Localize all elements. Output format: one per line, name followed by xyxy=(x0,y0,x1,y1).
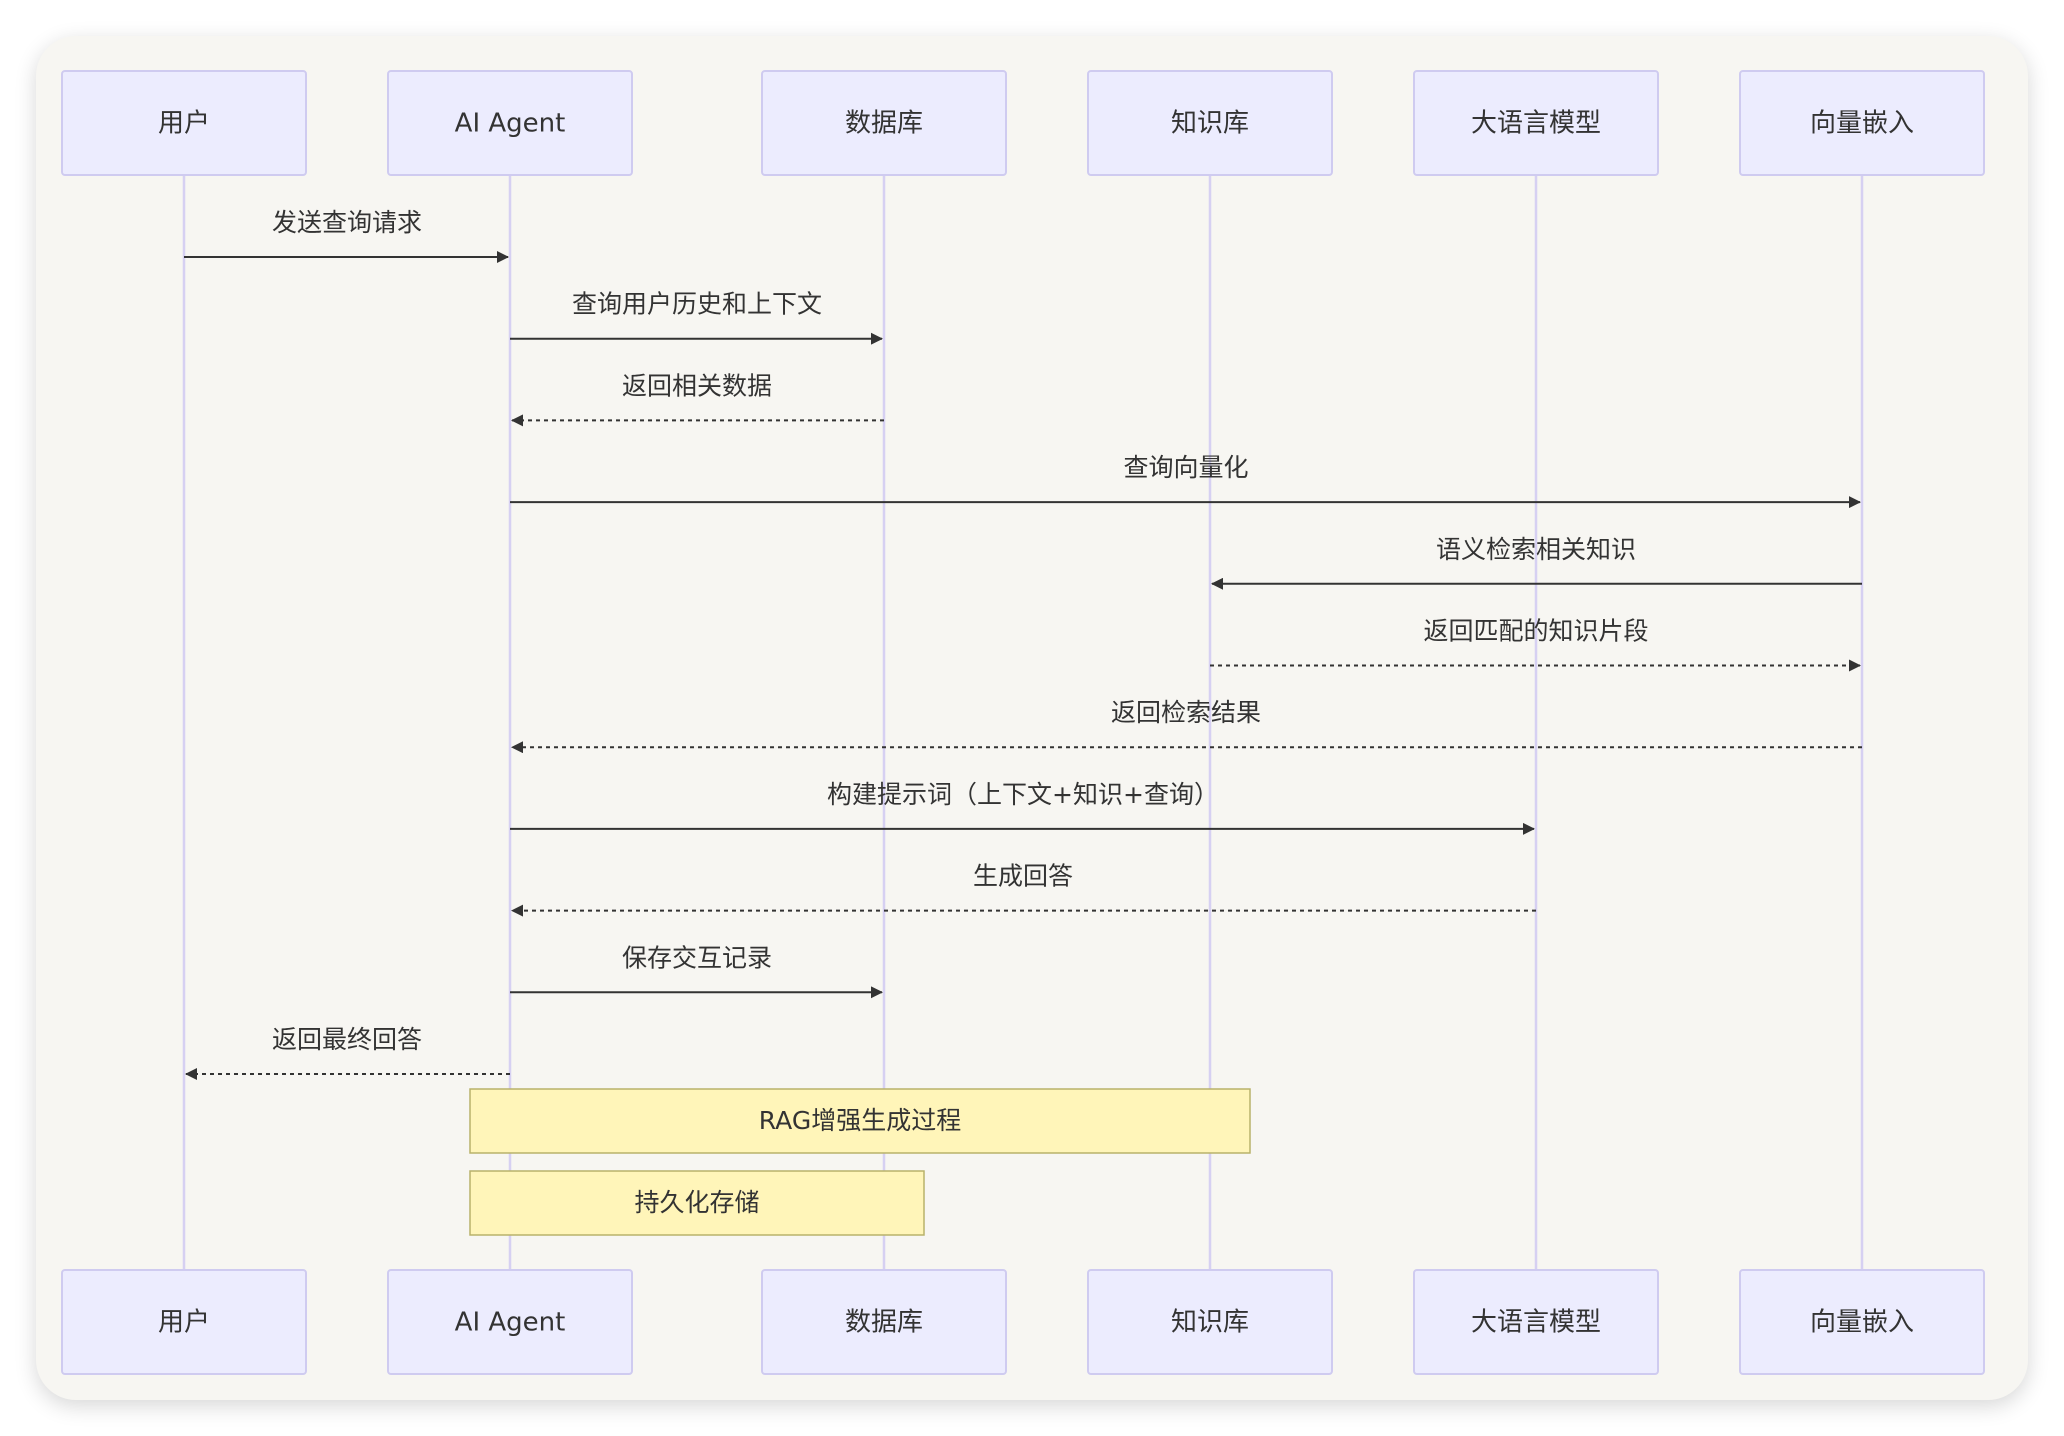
message-label-0: 发送查询请求 xyxy=(272,208,422,237)
actor-label-bottom-1: AI Agent xyxy=(455,1308,566,1338)
messages: 发送查询请求查询用户历史和上下文返回相关数据查询向量化语义检索相关知识返回匹配的… xyxy=(184,208,1862,1080)
message-label-5: 返回匹配的知识片段 xyxy=(1423,617,1648,646)
actor-label-top-5: 向量嵌入 xyxy=(1810,109,1914,139)
actor-label-bottom-5: 向量嵌入 xyxy=(1810,1308,1914,1338)
actor-label-bottom-3: 知识库 xyxy=(1171,1308,1249,1338)
actor-box-top-5 xyxy=(1739,70,1985,176)
actor-label-bottom-2: 数据库 xyxy=(845,1308,923,1338)
note-label-1: 持久化存储 xyxy=(634,1188,759,1217)
message-label-1: 查询用户历史和上下文 xyxy=(572,290,822,319)
note-box-1 xyxy=(469,1170,925,1236)
actor-box-bottom-3 xyxy=(1087,1269,1333,1375)
actor-box-bottom-5 xyxy=(1739,1269,1985,1375)
note-box-0 xyxy=(469,1088,1251,1154)
actor-box-top-2 xyxy=(761,70,1007,176)
actor-box-top-3 xyxy=(1087,70,1333,176)
message-label-10: 返回最终回答 xyxy=(272,1025,422,1054)
actor-box-bottom-1 xyxy=(387,1269,633,1375)
actor-box-top-0 xyxy=(61,70,307,176)
lifelines xyxy=(182,175,1864,1270)
actor-label-bottom-4: 大语言模型 xyxy=(1471,1308,1601,1338)
actor-box-top-1 xyxy=(387,70,633,176)
diagram-card: RAG增强生成过程持久化存储 发送查询请求查询用户历史和上下文返回相关数据查询向… xyxy=(36,36,2028,1400)
actor-box-bottom-2 xyxy=(761,1269,1007,1375)
message-label-2: 返回相关数据 xyxy=(622,371,772,400)
message-label-3: 查询向量化 xyxy=(1123,453,1248,482)
actor-box-bottom-4 xyxy=(1413,1269,1659,1375)
message-label-8: 生成回答 xyxy=(973,862,1073,891)
actor-label-top-3: 知识库 xyxy=(1171,109,1249,139)
actor-box-top-4 xyxy=(1413,70,1659,176)
actor-label-top-4: 大语言模型 xyxy=(1471,109,1601,139)
message-label-4: 语义检索相关知识 xyxy=(1436,535,1636,564)
note-label-0: RAG增强生成过程 xyxy=(759,1106,961,1135)
message-label-9: 保存交互记录 xyxy=(622,943,772,972)
actor-label-bottom-0: 用户 xyxy=(158,1308,210,1338)
actor-label-top-1: AI Agent xyxy=(455,109,566,139)
message-label-7: 构建提示词（上下文+知识+查询） xyxy=(827,780,1219,809)
actor-label-top-0: 用户 xyxy=(158,109,210,139)
actor-box-bottom-0 xyxy=(61,1269,307,1375)
actor-label-top-2: 数据库 xyxy=(845,109,923,139)
message-label-6: 返回检索结果 xyxy=(1111,698,1261,727)
